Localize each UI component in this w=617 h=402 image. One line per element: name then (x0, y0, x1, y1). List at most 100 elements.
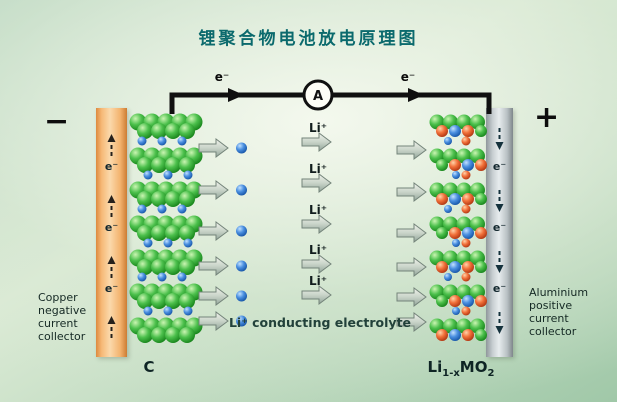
lithium-ion-sphere (449, 193, 461, 205)
ammeter (302, 79, 334, 111)
metal-oxide-sphere (462, 329, 474, 341)
lithium-ion-sphere (143, 170, 153, 180)
carbon-sphere (165, 157, 181, 173)
ion-arrow (198, 221, 229, 241)
metal-oxide-sphere (461, 170, 471, 180)
carbon-sphere (137, 293, 153, 309)
cathode-formula-label: Li1-xMO2 (406, 358, 516, 379)
lithium-ion-sphere (137, 204, 147, 214)
cathode-formula-base1: Li (427, 358, 443, 376)
carbon-sphere (179, 225, 195, 241)
lithium-ion-sphere (236, 184, 247, 196)
lithium-ion-sphere (462, 295, 474, 307)
lithium-ion-sphere (444, 273, 452, 281)
carbon-sphere (179, 123, 195, 139)
metal-oxide-sphere (449, 227, 461, 239)
ion-arrow (198, 286, 229, 306)
metal-oxide-sphere (436, 125, 448, 137)
ion-arrow (301, 173, 332, 193)
carbon-sphere (165, 191, 181, 207)
current-arrow-right (408, 88, 424, 102)
ion-arrow (198, 138, 229, 158)
metal-oxide-sphere (436, 261, 448, 273)
carbon-sphere (151, 123, 167, 139)
carbon-sphere (436, 159, 448, 171)
lithium-ion-sphere (236, 225, 247, 237)
metal-oxide-sphere (461, 136, 471, 146)
carbon-sphere (165, 293, 181, 309)
carbon-sphere (137, 157, 153, 173)
carbon-sphere (475, 125, 487, 137)
electron-flow-arrowhead (495, 142, 504, 150)
carbon-sphere (137, 225, 153, 241)
lithium-ion-sphere (143, 238, 153, 248)
carbon-sphere (137, 259, 153, 275)
carbon-sphere (151, 327, 167, 343)
electron-label-copper-3: e⁻ (104, 282, 119, 295)
metal-oxide-sphere (475, 227, 487, 239)
metal-oxide-sphere (449, 159, 461, 171)
lithium-ion-sphere (143, 306, 153, 316)
metal-oxide-sphere (475, 159, 487, 171)
electrode-spheres (129, 113, 487, 343)
carbon-sphere (137, 327, 153, 343)
ion-arrow (396, 257, 427, 277)
lithium-ion-sphere (452, 171, 460, 179)
lithium-ion-sphere (236, 260, 247, 272)
carbon-sphere (179, 293, 195, 309)
electron-label-wire-left: e⁻ (214, 70, 230, 84)
lithium-ion-sphere (449, 261, 461, 273)
metal-oxide-sphere (461, 306, 471, 316)
lithium-ion-sphere (137, 136, 147, 146)
carbon-sphere (151, 293, 167, 309)
carbon-sphere (179, 259, 195, 275)
lithium-ion-sphere (444, 205, 452, 213)
lithium-ion-sphere (462, 159, 474, 171)
carbon-sphere (151, 157, 167, 173)
li-ion-label-1: Li⁺ (308, 121, 328, 135)
ion-arrow (198, 180, 229, 200)
carbon-sphere (165, 225, 181, 241)
electron-label-copper-1: e⁻ (104, 160, 119, 173)
metal-oxide-sphere (461, 204, 471, 214)
lithium-ion-sphere (236, 290, 247, 302)
electron-label-copper-2: e⁻ (104, 221, 119, 234)
carbon-sphere (436, 227, 448, 239)
positive-terminal-sign: + (534, 100, 560, 135)
metal-oxide-sphere (461, 272, 471, 282)
negative-terminal-sign: − (44, 104, 70, 139)
lithium-ion-sphere (236, 142, 247, 154)
carbon-sphere (165, 259, 181, 275)
ion-arrow (301, 132, 332, 152)
lithium-ion-sphere (236, 315, 247, 327)
carbon-sphere (151, 191, 167, 207)
copper-collector-bar (96, 108, 127, 357)
carbon-sphere (436, 295, 448, 307)
electron-flow-arrowhead (495, 265, 504, 273)
electron-flow-arrowhead (495, 204, 504, 212)
lithium-ion-sphere (163, 306, 173, 316)
electrolyte-caption: Li⁺ conducting electrolyte (228, 315, 412, 330)
migrating-lithium-ions (236, 142, 247, 327)
metal-oxide-sphere (449, 295, 461, 307)
cathode-formula-sub1: 1-x (442, 368, 460, 379)
lithium-ion-sphere (157, 136, 167, 146)
aluminium-collector-caption: Aluminium positive current collector (529, 286, 589, 338)
metal-oxide-sphere (462, 125, 474, 137)
cathode-formula-sub2: 2 (487, 368, 495, 379)
metal-oxide-sphere (462, 193, 474, 205)
electron-label-alu-2: e⁻ (492, 221, 507, 234)
lithium-ion-sphere (137, 272, 147, 282)
carbon-sphere (151, 259, 167, 275)
electron-label-alu-1: e⁻ (492, 160, 507, 173)
metal-oxide-sphere (436, 329, 448, 341)
lithium-ion-sphere (452, 307, 460, 315)
ion-arrow (301, 254, 332, 274)
carbon-sphere (165, 123, 181, 139)
lithium-ion-sphere (183, 306, 193, 316)
electron-flow-arrowhead (107, 316, 116, 324)
lithium-ion-sphere (452, 239, 460, 247)
carbon-sphere (137, 191, 153, 207)
